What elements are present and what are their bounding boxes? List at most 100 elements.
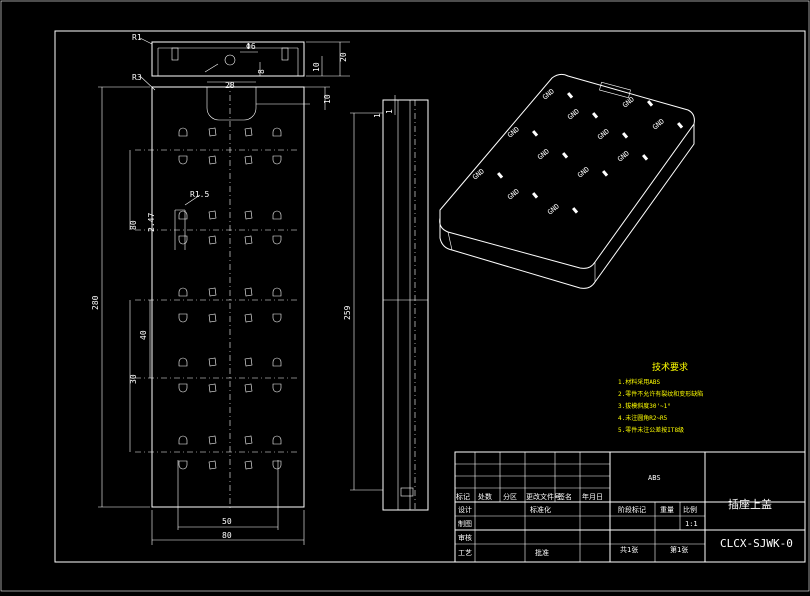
iso-pin-label: GND	[576, 165, 591, 179]
dim-30: 30	[129, 374, 138, 384]
socket-hole	[178, 210, 188, 220]
iso-pin-slot	[572, 207, 579, 214]
socket-hole	[244, 210, 253, 220]
iso-pin-slot	[642, 154, 649, 161]
iso-pin-label: GND	[651, 117, 666, 131]
socket-hole	[178, 287, 188, 297]
dim-r3: R3	[132, 73, 142, 82]
inner-frame	[54, 30, 806, 563]
socket-hole	[272, 127, 282, 137]
iso-pin-slot	[646, 100, 654, 107]
tb-drafter: 制图	[458, 519, 472, 528]
note-line-2: 2.零件不允许有裂纹和变形缺陷	[618, 390, 703, 398]
socket-hole	[272, 155, 282, 165]
tb-sheet-no: 第1张	[670, 545, 688, 554]
socket-holes	[178, 127, 282, 470]
socket-hole	[208, 155, 217, 165]
tb-approve: 批准	[535, 548, 549, 557]
dim-r15: R1.5	[190, 190, 209, 199]
tb-h-count: 处数	[478, 492, 492, 501]
socket-hole	[244, 357, 253, 367]
iso-pin-slot	[677, 122, 684, 129]
socket-hole	[208, 235, 217, 245]
iso-pin-label: GND	[596, 127, 611, 141]
socket-hole	[208, 383, 217, 393]
tb-stage: 阶段标记	[618, 505, 646, 514]
side-view	[350, 95, 429, 511]
socket-hole	[244, 235, 253, 245]
socket-hole	[244, 155, 253, 165]
socket-hole	[272, 357, 282, 367]
dim-50: 50	[222, 517, 232, 526]
tb-h-mark: 标记	[456, 492, 470, 501]
socket-hole	[244, 287, 253, 297]
socket-hole	[178, 460, 188, 470]
socket-hole	[272, 383, 282, 393]
dim-259: 259	[343, 305, 352, 320]
iso-pin-slot	[561, 152, 569, 159]
socket-hole	[208, 460, 217, 470]
note-line-1: 1.材料采用ABS	[618, 378, 660, 386]
dim-side-b: 1	[385, 109, 394, 114]
socket-hole	[178, 155, 188, 165]
socket-hole	[208, 435, 217, 445]
iso-pin-label: GND	[541, 87, 556, 101]
iso-pin-slot	[566, 92, 574, 99]
tb-h-sign: 签名	[558, 492, 572, 501]
socket-hole	[178, 313, 188, 323]
tb-weight: 重量	[660, 506, 674, 514]
iso-pin-label: GND	[616, 149, 631, 163]
dim-28: 28	[225, 81, 235, 90]
socket-hole	[244, 313, 253, 323]
dim-20: 20	[339, 52, 348, 62]
dim-2-47: 2.47	[147, 213, 156, 232]
socket-hole	[244, 127, 253, 137]
tb-part-code: CLCX-SJWK-0	[720, 537, 793, 550]
iso-pin-label: GND	[506, 125, 521, 139]
tb-reviewer: 审核	[458, 533, 472, 542]
socket-hole	[272, 210, 282, 220]
socket-hole	[244, 383, 253, 393]
dim-side-a: 1	[373, 113, 382, 118]
iso-pin-label: GND	[546, 202, 561, 216]
tb-designer: 设计	[458, 505, 472, 514]
title-block: 标记 处数 分区 更改文件号 签名 年月日 设计 制图 审核 工艺 标准化 批准…	[454, 451, 806, 563]
top-section-view	[139, 37, 350, 77]
iso-pin-slot	[602, 170, 609, 177]
tb-scale-value: 1:1	[685, 520, 698, 528]
socket-hole	[178, 127, 188, 137]
iso-pin-slot	[622, 132, 629, 139]
socket-hole	[178, 435, 188, 445]
iso-pin-label: GND	[471, 167, 486, 181]
socket-hole	[208, 287, 217, 297]
tb-part-name: 插座上盖	[728, 497, 772, 511]
socket-hole	[178, 357, 188, 367]
iso-pin-slot	[531, 192, 539, 199]
dim-280: 280	[91, 295, 100, 310]
notes-title: 技术要求	[652, 361, 688, 373]
tb-sheets: 共1张	[620, 545, 638, 554]
tb-h-zone: 分区	[503, 492, 517, 501]
socket-hole	[208, 313, 217, 323]
iso-pin-slot	[497, 172, 504, 179]
socket-hole	[208, 210, 217, 220]
socket-hole	[272, 460, 282, 470]
tb-h-date: 年月日	[582, 492, 603, 501]
tb-scale: 比例	[683, 505, 697, 514]
iso-pin-label: GND	[621, 95, 636, 109]
note-line-4: 4.未注圆角R2~R5	[618, 414, 668, 422]
dim-r1: R1	[132, 33, 142, 42]
socket-hole	[208, 357, 217, 367]
socket-hole	[244, 460, 253, 470]
socket-hole	[272, 435, 282, 445]
tb-standard: 标准化	[530, 505, 551, 514]
iso-pin-slot	[532, 130, 539, 137]
socket-hole	[244, 435, 253, 445]
dim-80-vertical: 80	[129, 220, 138, 230]
iso-pin-label: GND	[506, 187, 521, 201]
socket-hole	[272, 235, 282, 245]
note-line-3: 3.拔模斜度30'~1°	[618, 402, 671, 410]
